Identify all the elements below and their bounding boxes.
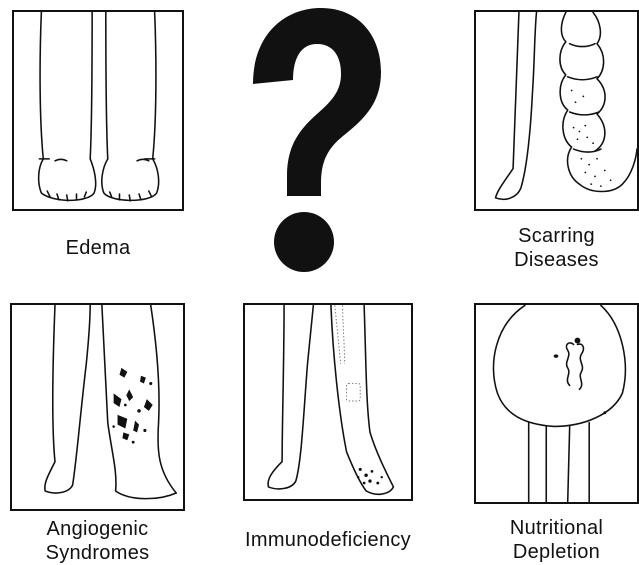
scarring-diseases-panel [474, 10, 639, 211]
angiogenic-label-line-1: Angiogenic [10, 517, 185, 541]
scarring-diseases-label: Scarring Diseases [474, 224, 639, 272]
infected-leg-illustration [245, 305, 411, 499]
nutritional-label-line-1: Nutritional [474, 516, 639, 540]
distended-abdomen-illustration [476, 305, 637, 502]
scarring-label-line-1: Scarring [474, 224, 639, 248]
question-mark-icon [243, 6, 383, 276]
immunodeficiency-label: Immunodeficiency [213, 528, 443, 552]
immunodeficiency-panel [243, 303, 413, 501]
scarred-leg-illustration [476, 12, 637, 209]
nutritional-depletion-label: Nutritional Depletion [474, 516, 639, 564]
angiogenic-syndromes-panel [10, 303, 185, 511]
scarring-label-line-2: Diseases [474, 248, 639, 272]
lesioned-leg-illustration [12, 305, 183, 509]
edema-label: Edema [12, 236, 184, 260]
nutritional-depletion-panel [474, 303, 639, 504]
swollen-feet-illustration [14, 12, 182, 209]
angiogenic-label-line-2: Syndromes [10, 541, 185, 565]
edema-panel [12, 10, 184, 211]
edema-label-line: Edema [12, 236, 184, 260]
angiogenic-syndromes-label: Angiogenic Syndromes [10, 517, 185, 565]
nutritional-label-line-2: Depletion [474, 540, 639, 564]
immunodeficiency-label-line: Immunodeficiency [213, 528, 443, 552]
